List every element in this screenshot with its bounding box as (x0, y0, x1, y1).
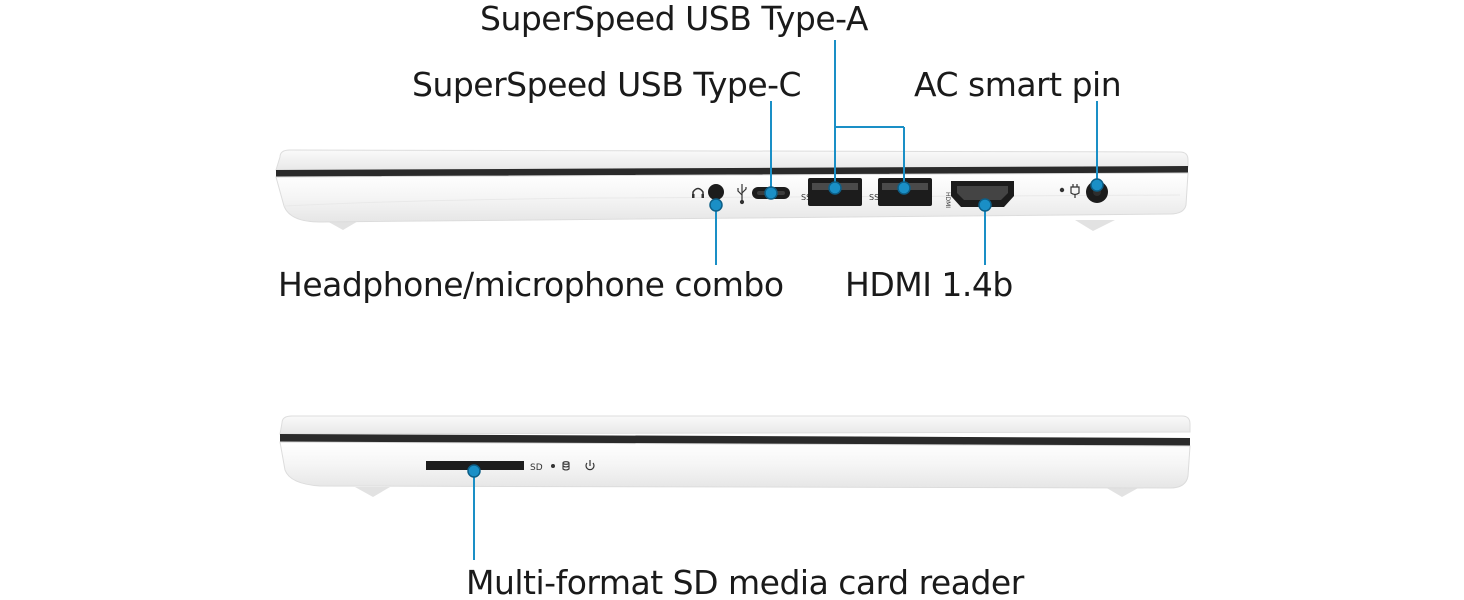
label-hdmi: HDMI 1.4b (845, 265, 1013, 304)
callout-dot-usb-c (764, 186, 778, 200)
laptop-foot-left (325, 220, 360, 230)
charge-indicator-dot (1059, 187, 1065, 193)
callout-dot-ac-pin (1090, 178, 1104, 192)
power-plug-icon (1070, 184, 1080, 198)
callout-lines-top (715, 40, 1098, 265)
laptop-lid (279, 415, 1191, 435)
callout-dot-hdmi (978, 198, 992, 212)
hdmi-mark: HDMI (944, 192, 951, 208)
laptop-base (279, 441, 1191, 489)
callout-dot-sd (467, 464, 481, 478)
callout-dot-usb-a-1 (828, 181, 842, 195)
usb-ss-icon: SS (801, 193, 811, 202)
laptop-side-view-left: SS SS HDMI (275, 149, 1189, 231)
audio-jack (708, 184, 724, 200)
power-icon (585, 460, 595, 471)
laptop-side-view-right: SD (279, 415, 1191, 497)
label-usb-type-a: SuperSpeed USB Type-A (480, 0, 869, 38)
laptop-foot-left (355, 487, 390, 497)
callout-dot-usb-a-2 (897, 181, 911, 195)
usb-ss-icon: SS (869, 193, 879, 202)
usb-icon (737, 184, 747, 205)
sd-mark: SD (530, 463, 543, 473)
callout-dot-headphone (709, 198, 723, 212)
label-ac-smart-pin: AC smart pin (914, 65, 1121, 104)
laptop-foot-right (1075, 220, 1115, 231)
laptop-seam (276, 166, 1188, 177)
headphone-icon (692, 187, 704, 198)
label-headphone-combo: Headphone/microphone combo (278, 265, 784, 304)
sd-indicator-dot (551, 464, 555, 468)
laptop-lid (275, 149, 1189, 171)
storage-activity-icon (562, 461, 570, 471)
laptop-foot-right (1105, 487, 1140, 497)
callout-dots-top (709, 178, 1104, 212)
label-sd-reader: Multi-format SD media card reader (466, 563, 1025, 600)
laptop-base-highlight (283, 194, 1181, 207)
label-usb-type-c: SuperSpeed USB Type-C (412, 65, 801, 104)
